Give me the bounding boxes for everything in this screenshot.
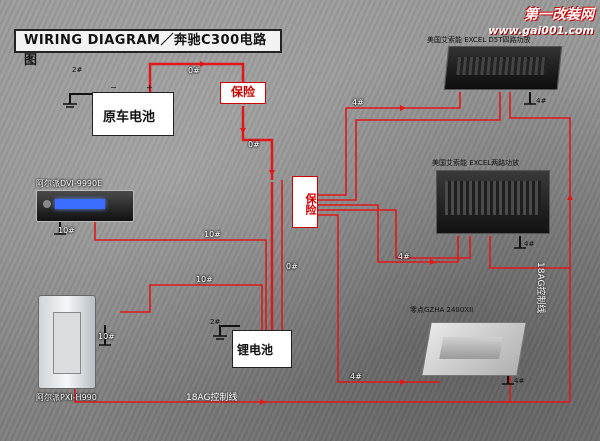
processor-label: 阿尔派PXI-H990 <box>36 393 97 402</box>
battery-label: 原车电池 <box>103 110 156 125</box>
wire-label-amp1: 4# <box>352 98 364 107</box>
lithium-battery: 锂电池 <box>232 330 292 368</box>
amp2-image <box>436 170 550 234</box>
arrow-8 <box>260 399 266 405</box>
battery-plus: + <box>146 83 153 92</box>
wire-rca-bottom <box>74 370 511 403</box>
battery-minus: − <box>110 83 117 92</box>
wire-proc-power <box>120 284 263 330</box>
wire-fuse2-amp2 <box>316 204 459 263</box>
wire-fuse2-extra2 <box>316 209 471 259</box>
amp2-ground-mark: 4# <box>524 240 535 248</box>
amp1-image <box>443 46 563 90</box>
arrow-5 <box>430 259 436 265</box>
lithium-label: 锂电池 <box>237 343 274 357</box>
logo-url: www.gai001.com <box>488 24 594 37</box>
wire-label-amp2: 4# <box>398 252 410 261</box>
wire-label-batt-fuse: 0# <box>188 66 200 75</box>
battery-ground-mark: 2# <box>72 66 83 74</box>
diagram-title: WIRING DIAGRAM／奔驰C300电路图 <box>14 29 282 68</box>
arrow-3 <box>269 170 275 176</box>
wire-label-proc: 10# <box>196 275 213 284</box>
head-unit-label: 阿尔派DVI-9990E <box>36 179 103 188</box>
processor-image <box>38 295 96 389</box>
wire-label-lith: 0# <box>286 262 298 271</box>
rca-label-right: 18AG控制线 <box>535 262 545 314</box>
wire-rca-right-amp2 <box>489 236 570 269</box>
wire-label-hu: 10# <box>204 230 221 239</box>
ground-lithium <box>219 325 240 336</box>
fuse-1-label: 保险 <box>230 85 255 99</box>
wire-fuse2-amp3 <box>316 214 440 383</box>
original-battery: 原车电池 <box>92 92 174 136</box>
fuse-2: 保险 <box>292 176 318 228</box>
wire-label-fuse-down: 0# <box>248 140 260 149</box>
lithium-ground-mark: 2# <box>210 318 221 326</box>
amp3-label: 零点GZHA 2400XII <box>410 306 474 314</box>
logo-name: 第一改装网 <box>524 7 594 23</box>
amp3-image <box>421 322 527 376</box>
amp2-label: 美国艾索能 EXCEL两路功放 <box>432 159 520 167</box>
head-unit-image <box>36 190 134 222</box>
processor-ground-mark: 10# <box>98 332 115 341</box>
wire-fuse-down <box>241 106 274 180</box>
fuse-2-label: 保险 <box>304 193 317 215</box>
ground-battery <box>69 93 92 104</box>
amp1-ground-mark: 4# <box>536 97 547 105</box>
fuse-1: 保险 <box>220 82 266 104</box>
head-unit-ground-mark: 10# <box>58 226 75 235</box>
arrow-1 <box>200 61 206 67</box>
amp3-ground-mark: 4# <box>514 377 525 385</box>
rca-label-bottom: 18AG控制线 <box>186 393 238 403</box>
arrow-2 <box>240 128 246 134</box>
wire-label-amp3: 4# <box>350 372 362 381</box>
amp1-label: 美国艾索能 EXCEL D5T四路功放 <box>427 36 531 44</box>
wire-rca-right <box>500 92 571 403</box>
wire-fuse2-amp1 <box>316 92 461 196</box>
site-logo: 第一改装网 www.gai001.com <box>488 4 594 37</box>
wire-hu-power <box>94 222 267 330</box>
arrow-6 <box>400 379 406 385</box>
wire-batt-fuse <box>148 62 245 92</box>
arrow-4 <box>400 105 406 111</box>
wire-fuse2-extra <box>316 92 501 201</box>
arrow-7 <box>567 194 573 200</box>
